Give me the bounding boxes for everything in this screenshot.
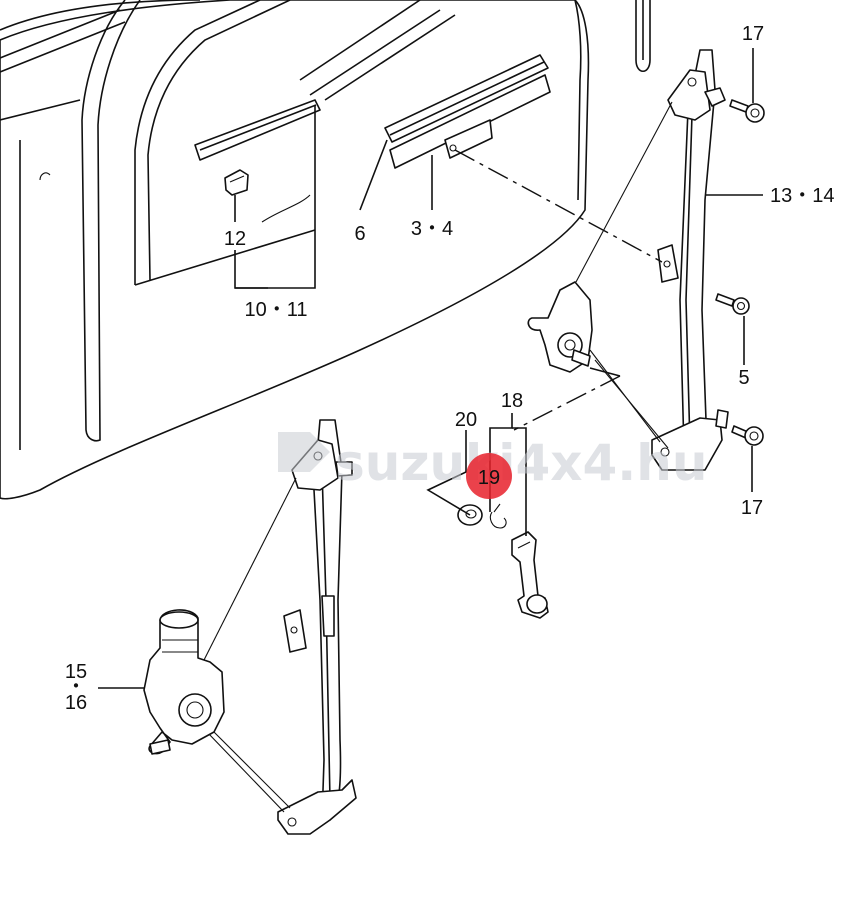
leader-lines — [98, 48, 763, 689]
label-10-11: 10・11 — [244, 299, 307, 321]
label-6: 6 — [354, 223, 365, 245]
highlight-marker[interactable] — [466, 453, 512, 499]
label-5: 5 — [738, 367, 749, 389]
power-window-regulator — [143, 419, 357, 835]
label-15-16-dot: ・ — [66, 676, 86, 698]
clip-part — [224, 169, 249, 196]
label-16: 16 — [65, 692, 87, 714]
watermark-text: suzuki4x4.hu — [335, 434, 707, 492]
bolt-middle-right — [715, 293, 750, 315]
label-20: 20 — [455, 409, 477, 431]
part-labels: 17 13・14 12 6 3・4 10・11 5 18 20 19 17 15… — [65, 23, 835, 714]
watermark: suzuki4x4.hu — [278, 432, 707, 492]
bolt-top-right — [729, 99, 765, 123]
label-17-bottom: 17 — [741, 497, 763, 519]
label-17-top: 17 — [742, 23, 764, 45]
clip-spring — [489, 503, 507, 529]
weatherstrip — [384, 54, 549, 143]
crank-handle — [511, 531, 549, 619]
glass-run-channel — [194, 99, 321, 161]
label-3-4: 3・4 — [411, 218, 453, 240]
bolt-bottom-right — [731, 425, 764, 446]
label-19: 19 — [478, 467, 500, 489]
label-18: 18 — [501, 390, 523, 412]
label-12: 12 — [224, 228, 246, 250]
belt-molding — [389, 74, 551, 169]
label-13-14: 13・14 — [770, 185, 835, 207]
manual-window-regulator — [527, 49, 729, 471]
label-15: 15 — [65, 661, 87, 683]
